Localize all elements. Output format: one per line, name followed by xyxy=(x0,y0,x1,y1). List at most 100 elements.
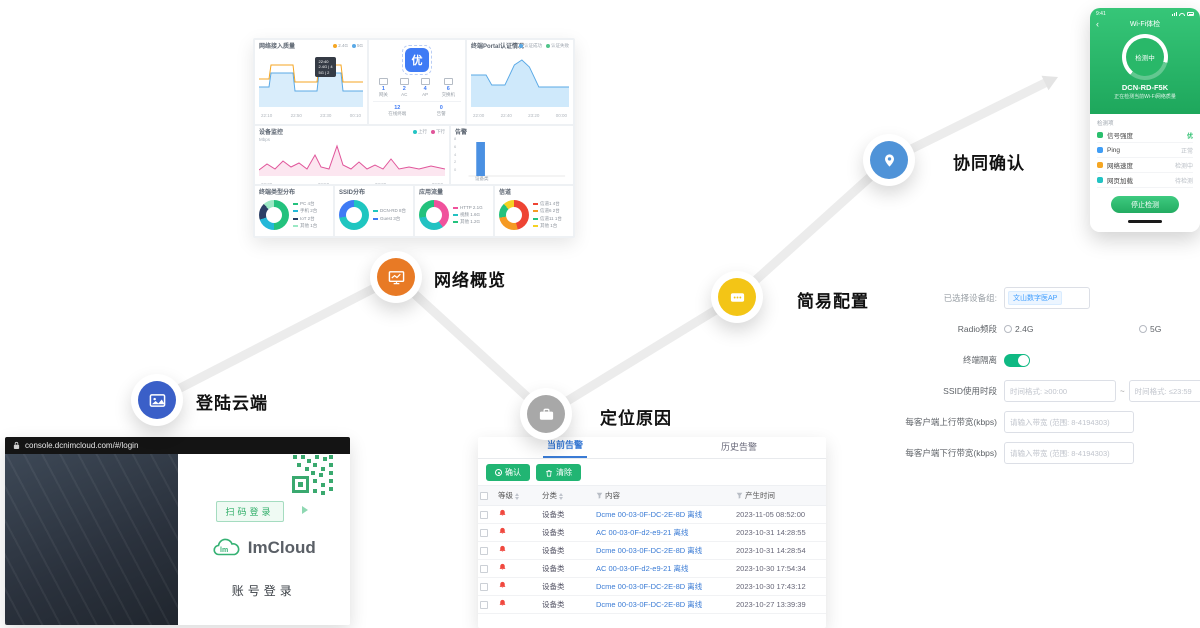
stat-value: 2 xyxy=(402,86,406,92)
alarm-time: 2023-10-27 13:39:39 xyxy=(734,595,826,614)
legend-item: 信道1 4台 xyxy=(533,201,562,207)
step-label-config: 简易配置 xyxy=(797,292,869,311)
ssid-period-to-input[interactable] xyxy=(1128,380,1200,402)
check-item-value: 正常 xyxy=(1180,148,1193,155)
donut-chart-cell: 信道信道1 4台信道6 2台信道11 1台其他 1台 xyxy=(495,186,573,236)
uplink-bandwidth-input[interactable] xyxy=(1004,411,1134,433)
qr-code[interactable] xyxy=(292,454,336,496)
row-checkbox[interactable] xyxy=(480,583,488,591)
chart-legend: 上行下行 xyxy=(413,129,445,135)
row-checkbox[interactable] xyxy=(480,601,488,609)
alarm-toolbar: 确认 清除 xyxy=(478,459,826,485)
step-circle-config xyxy=(711,271,763,323)
stat-value: 12 xyxy=(394,105,401,111)
confirm-alarm-button[interactable]: 确认 xyxy=(486,464,530,481)
device-group-input[interactable]: 文山数字医AP xyxy=(1004,287,1090,309)
downlink-bandwidth-input[interactable] xyxy=(1004,442,1134,464)
clear-alarm-button[interactable]: 清除 xyxy=(536,464,581,481)
donut-ring xyxy=(499,200,529,230)
column-content[interactable]: 内容 xyxy=(594,485,734,506)
stat-label: 告警 xyxy=(436,111,446,116)
column-time[interactable]: 产生时间 xyxy=(734,485,826,506)
lock-icon xyxy=(13,441,20,449)
legend-dot xyxy=(519,44,523,48)
filter-funnel-icon[interactable] xyxy=(596,492,603,499)
step-label-confirm: 协同确认 xyxy=(953,154,1025,173)
step-circle-overview xyxy=(370,251,422,303)
alarm-bell-icon xyxy=(499,527,506,535)
legend-item: 视频 1.6G xyxy=(453,212,483,218)
donut-title: 应用流量 xyxy=(419,190,444,196)
tab-current-alarms[interactable]: 当前告警 xyxy=(478,437,652,458)
axis-label: 00:00 xyxy=(555,113,567,118)
stat-value: 1 xyxy=(381,86,385,92)
phone-check-item: 信号强度优 xyxy=(1097,128,1193,143)
gauge-status-text: 检测中 xyxy=(1126,38,1164,76)
alarm-time: 2023-10-30 17:43:12 xyxy=(734,577,826,596)
legend-item: DCN-RD 8台 xyxy=(373,208,406,214)
row-checkbox[interactable] xyxy=(480,529,488,537)
alarm-content-link[interactable]: AC 00-03-0F-d2-e9-21 离线 xyxy=(594,523,734,542)
column-level[interactable]: 等级 xyxy=(496,485,540,506)
alarm-bell-icon xyxy=(499,563,506,571)
row-checkbox[interactable] xyxy=(480,511,488,519)
tab-history-alarms[interactable]: 历史告警 xyxy=(720,442,757,452)
radio-option-5G[interactable]: 5G xyxy=(1139,324,1200,334)
alarm-content-link[interactable]: Dcme 00-03-0F-DC-2E-8D 离线 xyxy=(594,541,734,560)
legend-dot xyxy=(546,44,550,48)
step-circle-locate xyxy=(520,388,572,440)
column-category[interactable]: 分类 xyxy=(540,485,594,506)
tooltip-line: 2.4G | 4 xyxy=(318,64,333,70)
downlink-bandwidth-label: 每客户端下行带宽(kbps) xyxy=(905,448,997,458)
ssid-period-from-input[interactable] xyxy=(1004,380,1116,402)
login-screenshot: console.dcnimcloud.com/#/login 扫码登录 xyxy=(5,437,350,625)
alarm-content-link[interactable]: Dcme 00-03-0F-DC-2E-8D 离线 xyxy=(594,577,734,596)
alarm-bell-icon xyxy=(499,581,506,589)
device-group-chip[interactable]: 文山数字医AP xyxy=(1008,291,1063,305)
check-section-label: 检测项 xyxy=(1097,121,1114,127)
legend-dot xyxy=(413,130,417,134)
alarm-content-link[interactable]: AC 00-03-0F-d2-e9-21 离线 xyxy=(594,559,734,578)
radio-option-2.4G[interactable]: 2.4G xyxy=(1004,324,1128,334)
filter-funnel-icon[interactable] xyxy=(736,492,743,499)
alarm-table-header: 等级 分类 内容 产生时间 xyxy=(478,485,826,506)
isolation-toggle[interactable] xyxy=(1004,353,1030,367)
trash-icon xyxy=(546,469,552,477)
monitor-chart-icon xyxy=(377,258,415,296)
phone-header: 9:41 ‹ Wi-Fi体检 检测中 DCN-RD-F5K 正在检测当前Wi-F… xyxy=(1090,8,1200,114)
axis-label: 22:50 xyxy=(290,113,302,118)
row-checkbox[interactable] xyxy=(480,547,488,555)
back-icon[interactable]: ‹ xyxy=(1096,18,1099,29)
status-time: 9:41 xyxy=(1096,11,1106,17)
sort-icons[interactable] xyxy=(559,492,563,500)
url-text[interactable]: console.dcnimcloud.com/#/login xyxy=(25,441,139,450)
alarm-content-link[interactable]: Dcme 00-03-0F-DC-2E-8D 离线 xyxy=(594,505,734,524)
select-all-checkbox[interactable] xyxy=(480,492,488,500)
detection-subtitle: 正在检测当前Wi-Fi网络质量 xyxy=(1114,94,1176,100)
alarm-content-link[interactable]: Dcme 00-03-0F-DC-2E-8D 离线 xyxy=(594,595,734,614)
legend-dot xyxy=(431,130,435,134)
donut-title: 信道 xyxy=(499,190,512,196)
panel-title: 设备监控 xyxy=(259,130,284,136)
row-checkbox[interactable] xyxy=(480,565,488,573)
sort-icons[interactable] xyxy=(515,492,519,500)
axis-label: 2 xyxy=(454,159,457,165)
stop-detection-button[interactable]: 停止检测 xyxy=(1111,196,1179,213)
scan-login-button[interactable]: 扫码登录 xyxy=(215,501,284,522)
legend-item: IoT 2台 xyxy=(293,216,317,222)
axis-label: 00:10 xyxy=(349,113,361,118)
